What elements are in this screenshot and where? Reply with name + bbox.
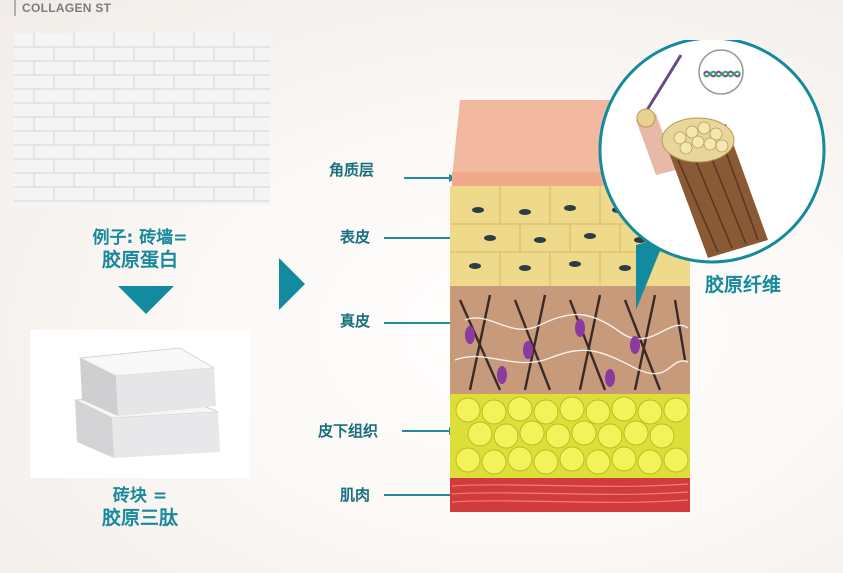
example-line2: 胶原蛋白	[101, 249, 178, 271]
brick-caption: 砖块 = 胶原三肽	[40, 485, 240, 529]
brick-wall-image	[14, 33, 270, 205]
brick-line1: 砖块 =	[112, 486, 168, 506]
collagen-fiber-label: 胶原纤维	[705, 274, 782, 296]
label-dermis: 真皮	[340, 312, 371, 330]
down-arrow-icon	[118, 286, 174, 314]
brand-label: COLLAGEN ST	[14, 0, 111, 16]
example-caption: 例子: 砖墙= 胶原蛋白	[40, 227, 240, 271]
label-muscle: 肌肉	[340, 486, 371, 504]
label-stratum-corneum: 角质层	[329, 161, 375, 179]
bricks-image	[30, 330, 250, 478]
label-subcutaneous: 皮下组织	[318, 422, 379, 440]
collagen-fiber-zoom	[596, 36, 828, 310]
skin-cross-section	[430, 100, 710, 520]
example-line1: 例子: 砖墙=	[92, 228, 188, 248]
right-arrow-icon	[279, 258, 305, 310]
label-epidermis: 表皮	[340, 228, 371, 246]
brick-line2: 胶原三肽	[101, 507, 178, 529]
